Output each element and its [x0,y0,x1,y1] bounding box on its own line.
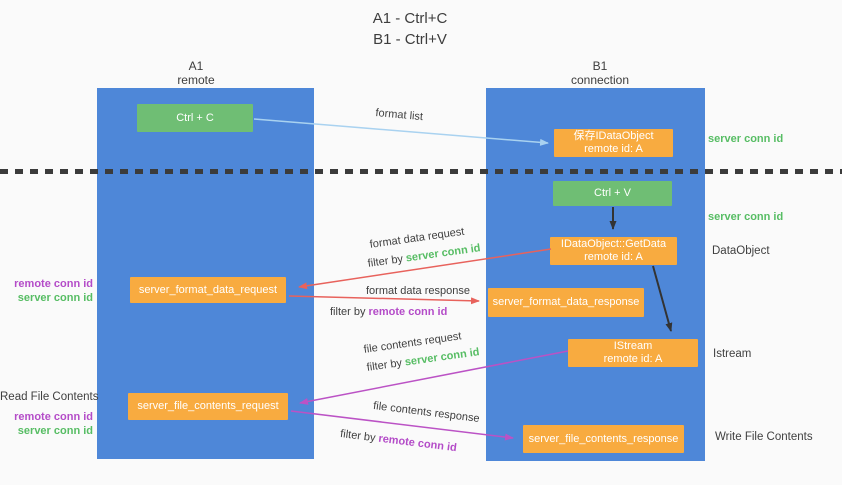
left-conn-id-group-top: remote conn id server conn id [0,277,93,305]
column-header-b1: B1 connection [540,59,660,87]
server-conn-id-label-left-top: server conn id [17,292,93,304]
server-format-data-request-box: server_format_data_request [130,277,286,303]
column-a1-role: remote [177,73,215,87]
getdata-line2: remote id: A [584,251,643,263]
column-a1-name: A1 [188,59,204,73]
istream-line2: remote id: A [603,353,663,365]
ctrl-v-label: Ctrl + V [594,187,631,199]
ctrl-c-box: Ctrl + C [137,104,253,132]
server-format-data-response-box: server_format_data_response [488,288,644,317]
server-conn-id-label-mid-right: server conn id [708,211,784,223]
read-file-contents-label: Read File Contents [0,391,99,403]
server-conn-id-label-top-right: server conn id [708,133,784,145]
write-file-contents-label: Write File Contents [715,431,813,443]
remote-conn-id-label-left-top: remote conn id [14,278,93,290]
column-header-a1: A1 remote [136,59,256,87]
istream-side-label: Istream [713,348,752,360]
ctrl-v-box: Ctrl + V [553,181,672,206]
server-conn-id-label-left-bottom: server conn id [17,425,93,437]
file-contents-request-arrow [299,350,569,405]
remote-conn-id-label-left-bottom: remote conn id [14,411,93,423]
istream-box: IStream remote id: A [568,339,698,367]
column-b1-role: connection [570,73,630,87]
idataobject-getdata-box: IDataObject::GetData remote id: A [550,237,677,265]
server-file-contents-request-label: server_file_contents_request [137,400,279,412]
server-format-data-request-label: server_format_data_request [138,283,278,296]
server-format-data-response-label: server_format_data_response [492,296,640,308]
format-list-arrow [253,118,549,146]
filter-by-text: filter by [330,306,366,318]
save-dataobject-box: 保存IDataObject remote id: A [554,129,673,157]
getdata-to-istream-arrow [652,265,673,332]
dataobject-label: DataObject [712,245,770,257]
server-file-contents-request-box: server_file_contents_request [128,393,288,420]
format-data-request-arrow [298,248,552,290]
file-contents-response-arrow [290,410,514,441]
format-data-response-arrow [288,295,480,305]
phase-separator-dashed-line [0,169,842,174]
getdata-line1: IDataObject::GetData [560,238,667,250]
column-b1-name: B1 [592,59,608,73]
server-file-contents-response-box: server_file_contents_response [523,425,684,453]
format-data-response-label: format data response [366,285,470,297]
save-dataobject-line2: remote id: A [584,143,643,155]
server-file-contents-response-label: server_file_contents_response [528,432,679,445]
diagram-title: A1 - Ctrl+C B1 - Ctrl+V [310,8,510,50]
save-dataobject-line1: 保存IDataObject [573,130,654,142]
diagram-title-line2: B1 - Ctrl+V [373,31,447,48]
ctrl-c-label: Ctrl + C [176,111,214,124]
diagram-title-line1: A1 - Ctrl+C [372,10,448,27]
left-conn-id-group-bottom: remote conn id server conn id [0,410,93,438]
istream-line1: IStream [613,340,653,352]
remote-conn-id-key: remote conn id [368,306,448,318]
